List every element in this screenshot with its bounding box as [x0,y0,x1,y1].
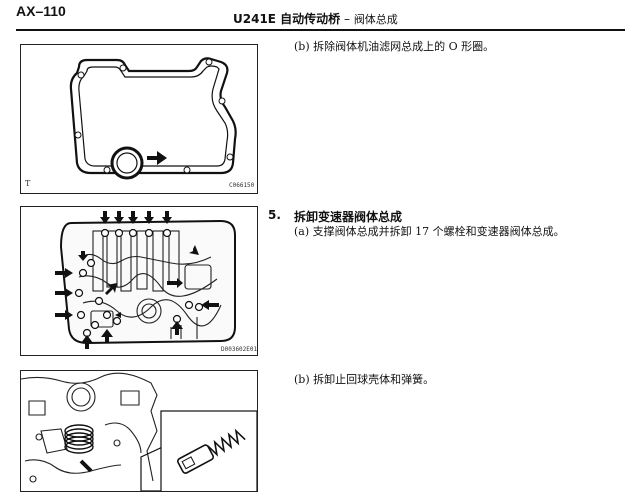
check-ball-illustration [21,372,257,491]
figure-valve-body: D003602E01 [20,206,258,356]
header-title-main: U241E 自动传动桥 [233,12,341,26]
step-remove-check-ball: (b) 拆卸止回球壳体和弹簧。 [294,373,435,386]
header-title: U241E 自动传动桥 – 阀体总成 [233,10,398,27]
section-number: 5. [268,208,281,222]
oil-strainer-illustration [69,57,237,180]
step-support-valve-body: (a) 支撑阀体总成并拆卸 17 个螺栓和变速器阀体总成。 [294,225,565,238]
figure-corner-mark: T [25,179,31,188]
header-title-separator: – [340,12,354,26]
figure-label: D003602E01 [221,346,258,353]
page-code: AX–110 [16,3,66,19]
section-title: 拆卸变速器阀体总成 [294,210,403,224]
header-rule [16,29,625,31]
figure-oil-strainer: T C066150 [20,44,258,194]
figure-check-ball [20,370,258,492]
header-title-sub: 阀体总成 [353,13,398,26]
figure-label: C066150 [229,182,255,189]
step-remove-oring: (b) 拆除阀体机油滤网总成上的 O 形圈。 [294,40,495,53]
valve-body-illustration [55,211,236,349]
